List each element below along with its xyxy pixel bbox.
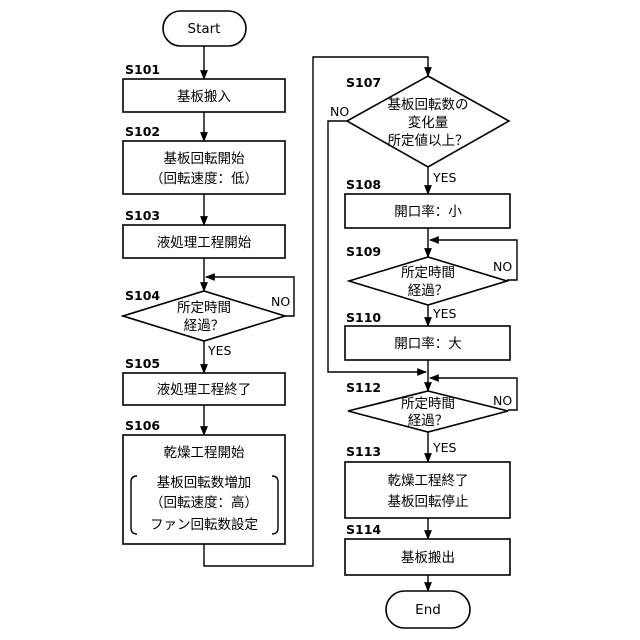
s106-title: 乾燥工程開始 [164, 445, 245, 461]
step-id-s114: S114 [346, 522, 381, 537]
s101-text: 基板搬入 [177, 88, 231, 105]
start-label: Start [188, 21, 221, 37]
s114-text: 基板搬出 [401, 549, 455, 566]
process-s114: 基板搬出 [345, 539, 510, 575]
step-id-s113: S113 [346, 444, 381, 459]
s104-text-line2: 経過？ [184, 318, 225, 334]
s109-text-line2: 経過？ [408, 283, 449, 299]
s107-yes-label: YES [432, 170, 457, 185]
s107-text-line2: 変化量 [408, 114, 449, 131]
s107-text-line3: 所定値以上？ [388, 133, 469, 149]
end-terminal: End [386, 591, 470, 628]
s106-inner-line3: ファン回転数設定 [150, 517, 258, 533]
step-id-s108: S108 [346, 177, 381, 192]
process-s110: 開口率：大 [345, 326, 510, 360]
process-s113: 乾燥工程終了 基板回転停止 [345, 462, 510, 518]
s106-inner-line1: 基板回転数増加 [157, 474, 252, 491]
process-s106: 乾燥工程開始 基板回転数増加 （回転速度：高） ファン回転数設定 [123, 435, 285, 544]
decision-s109: 所定時間 経過？ [349, 257, 507, 305]
s113-text-line1: 乾燥工程終了 [388, 473, 469, 489]
process-s102: 基板回転開始 （回転速度：低） [123, 141, 285, 194]
s112-text-line1: 所定時間 [401, 396, 455, 412]
s103-text: 液処理工程開始 [157, 235, 252, 251]
step-id-s110: S110 [346, 310, 381, 325]
process-s101: 基板搬入 [123, 79, 285, 112]
s109-yes-label: YES [432, 306, 457, 321]
process-s108: 開口率：小 [345, 194, 510, 228]
process-s103: 液処理工程開始 [123, 225, 285, 258]
s112-yes-label: YES [432, 440, 457, 455]
s113-text-line2: 基板回転停止 [388, 493, 469, 510]
s104-yes-label: YES [207, 343, 232, 358]
s106-inner-line2: （回転速度：高） [150, 494, 258, 511]
step-id-s112: S112 [346, 380, 381, 395]
s108-text: 開口率：小 [394, 203, 462, 220]
s102-text-line2: （回転速度：低） [150, 171, 258, 187]
s107-text-line1: 基板回転数の [388, 96, 469, 113]
s102-text-line1: 基板回転開始 [164, 150, 245, 167]
s104-text-line1: 所定時間 [177, 300, 231, 316]
step-id-s102: S102 [125, 124, 160, 139]
s105-text: 液処理工程終了 [157, 382, 252, 398]
start-terminal: Start [163, 11, 246, 46]
step-id-s101: S101 [125, 62, 160, 77]
s109-text-line1: 所定時間 [401, 265, 455, 281]
step-id-s107: S107 [346, 75, 381, 90]
s112-no-label: NO [493, 393, 512, 408]
step-id-s106: S106 [125, 418, 160, 433]
step-id-s104: S104 [125, 288, 160, 303]
step-id-s109: S109 [346, 244, 381, 259]
decision-s112: 所定時間 経過？ [348, 391, 508, 432]
s110-text: 開口率：大 [394, 335, 462, 352]
s107-no-label: NO [330, 104, 349, 119]
s112-text-line2: 経過？ [408, 413, 449, 429]
s104-no-label: NO [271, 294, 290, 309]
step-id-s103: S103 [125, 208, 160, 223]
step-id-s105: S105 [125, 356, 160, 371]
process-s105: 液処理工程終了 [123, 373, 285, 405]
end-label: End [415, 602, 441, 618]
s109-no-label: NO [493, 259, 512, 274]
